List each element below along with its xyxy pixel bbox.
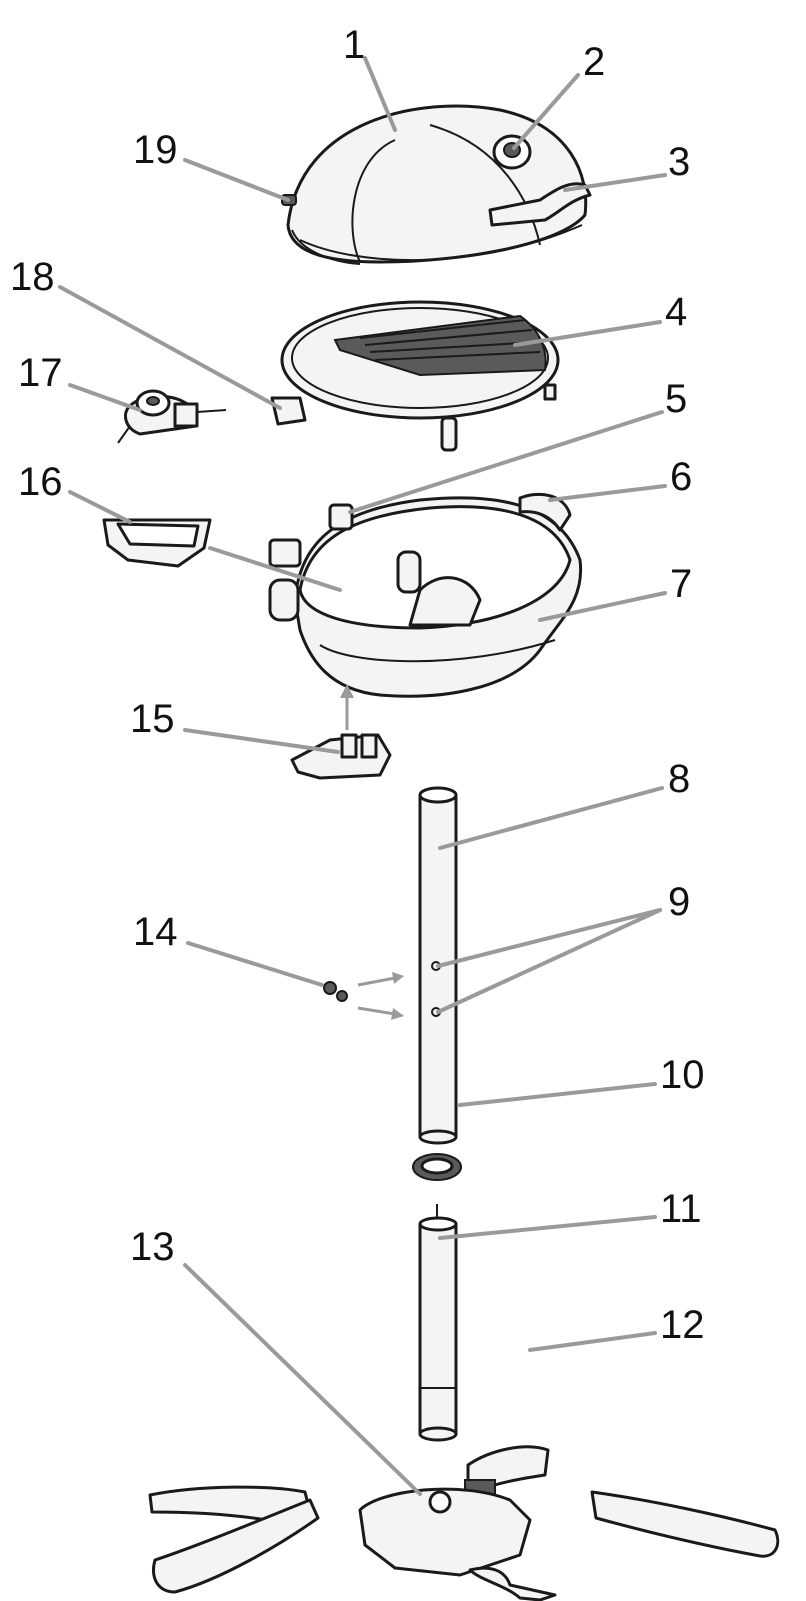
pole-screw: [323, 981, 348, 1002]
leader-4: [513, 320, 662, 347]
leader-8: [438, 786, 664, 850]
leader-9a: [436, 908, 662, 968]
drip-tray: [102, 518, 212, 568]
leader-14: [186, 941, 324, 987]
screw-insert-arrows: [357, 972, 404, 1020]
callout-numbers: 1 2 3 4 5 6 7 8 9 10 11 12 13 14 15 16 1…: [10, 23, 705, 1347]
leg-clip: [464, 1445, 550, 1497]
leader-2: [512, 73, 580, 150]
base-bowl: [268, 496, 583, 698]
lower-pole: [418, 1204, 458, 1442]
leader-11: [438, 1215, 657, 1240]
base-hub: [358, 1487, 532, 1577]
leader-17: [68, 383, 142, 412]
pole-ring: [412, 1153, 462, 1181]
callout-16: 16: [18, 460, 63, 504]
leader-lines: [58, 56, 667, 1496]
leader-10: [458, 1082, 657, 1107]
base-leg-front: [468, 1566, 557, 1601]
upper-pole: [418, 786, 458, 1145]
leader-13: [183, 1263, 422, 1496]
leader-18: [58, 285, 282, 410]
callout-19: 19: [133, 128, 178, 172]
leader-12: [528, 1331, 657, 1352]
callout-8: 8: [668, 757, 690, 801]
lid-dome: [286, 104, 588, 265]
callout-18: 18: [10, 255, 55, 299]
leader-7: [538, 591, 667, 622]
thermostat-controller: [117, 389, 227, 444]
base-leg-right: [590, 1490, 780, 1558]
grill-plate: [280, 300, 560, 452]
lid-handle: [488, 182, 592, 227]
leader-1: [363, 56, 397, 132]
leader-15: [183, 728, 340, 754]
callout-9: 9: [668, 880, 690, 924]
bowl-hinge: [328, 503, 354, 531]
leader-9b: [436, 908, 662, 1014]
mounting-bracket: [290, 733, 392, 780]
callout-7: 7: [670, 562, 692, 606]
callout-14: 14: [133, 910, 178, 954]
callout-6: 6: [670, 455, 692, 499]
leader-19: [183, 158, 290, 202]
lid-thermometer: [492, 134, 532, 170]
callout-2: 2: [583, 40, 605, 84]
plate-latch: [270, 396, 307, 426]
leader-16b: [208, 546, 342, 592]
callout-4: 4: [665, 290, 687, 334]
leader-5: [348, 410, 664, 514]
callout-10: 10: [660, 1053, 705, 1097]
bowl-handle: [518, 492, 572, 532]
callout-15: 15: [130, 697, 175, 741]
leader-15-arrowhead: [340, 684, 354, 698]
callout-13: 13: [130, 1225, 175, 1269]
callout-11: 11: [660, 1187, 702, 1231]
leader-3: [563, 173, 667, 192]
callout-17: 17: [18, 351, 63, 395]
callout-3: 3: [668, 140, 690, 184]
leader-6: [548, 484, 667, 502]
callout-5: 5: [665, 377, 687, 421]
leader-16: [68, 490, 132, 524]
base-leg-left-lower: [152, 1498, 320, 1594]
callout-12: 12: [660, 1303, 705, 1347]
callout-1: 1: [343, 23, 365, 67]
